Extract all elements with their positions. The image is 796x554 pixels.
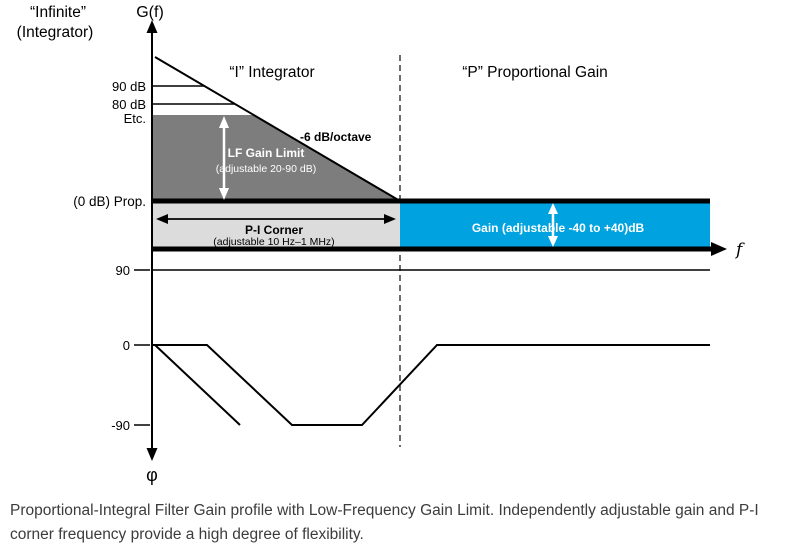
pi-filter-figure: G(f) φ f “Infinite” (Integrator) 90 dB 8… <box>17 4 745 485</box>
frequency-axis-arrowhead <box>711 242 727 256</box>
gain-axis-arrowhead <box>146 20 158 33</box>
phase-axis-label: φ <box>146 465 158 485</box>
gain-range-arrow <box>548 203 558 247</box>
phase-tick-0-label: 0 <box>123 338 130 353</box>
pi-corner-title: P-I Corner <box>245 223 303 237</box>
infinite-label-line1: “Infinite” <box>30 4 86 21</box>
slope-label: -6 dB/octave <box>300 130 372 144</box>
pi-corner-subtitle: (adjustable 10 Hz–1 MHz) <box>213 236 334 248</box>
proportional-header: “P” Proportional Gain <box>462 64 608 81</box>
phase-tick-minus90-label: -90 <box>111 418 130 433</box>
infinite-label-line2: (Integrator) <box>17 24 94 41</box>
phase-response-curve <box>152 344 710 426</box>
figure-caption: Proportional-Integral Filter Gain profil… <box>10 502 759 544</box>
proportional-gain-label: Gain (adjustable -40 to +40)dB <box>472 221 645 235</box>
frequency-axis-label: f <box>734 240 745 260</box>
tick-90db-label: 90 dB <box>112 79 146 94</box>
lf-gain-limit-region <box>152 115 400 201</box>
phase-corner-range-line <box>154 344 241 426</box>
lf-gain-limit-arrow <box>219 116 229 200</box>
phase-tick-90-label: 90 <box>116 263 130 278</box>
tick-80db-label: 80 dB <box>112 97 146 112</box>
tick-etc-label: Etc. <box>124 111 146 126</box>
integrator-slope-line <box>154 56 401 202</box>
gain-axis-label: G(f) <box>136 4 164 21</box>
integrator-header: “I” Integrator <box>229 64 314 81</box>
lf-gain-limit-title: LF Gain Limit <box>228 146 305 160</box>
tick-0db-prop-label: (0 dB) Prop. <box>73 194 146 209</box>
phase-axis-arrowhead <box>146 448 158 461</box>
pi-corner-range-arrow <box>156 214 396 224</box>
lf-gain-limit-subtitle: (adjustable 20-90 dB) <box>216 163 316 175</box>
pi-corner-region <box>152 201 400 249</box>
